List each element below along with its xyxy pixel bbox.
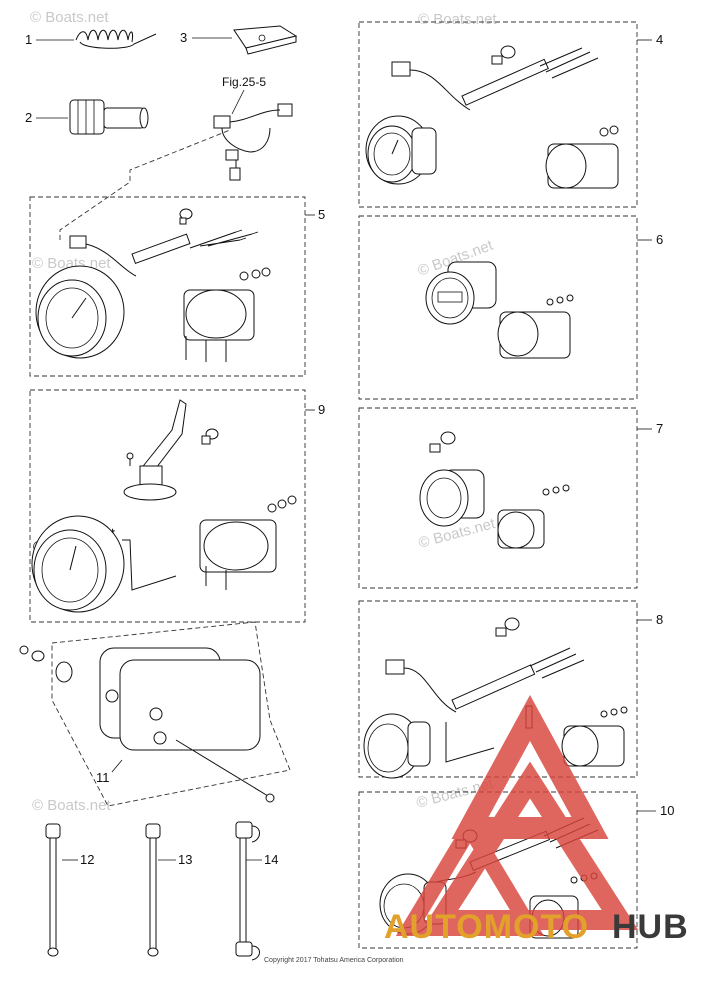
callouts: 1 2 3 4 5 6 9 7 8 10 11 12 13 14 Fig.25-… (25, 30, 674, 867)
callout-9: 9 (318, 402, 325, 417)
callout-14: 14 (264, 852, 278, 867)
watermark-text: © Boats.net (32, 797, 111, 814)
callout-8: 8 (656, 612, 663, 627)
part-7-gauge-kit (419, 431, 570, 549)
part-8-gauge-kit (363, 617, 628, 779)
fig-link-line (59, 129, 231, 240)
brand-text-part2: HUB (612, 908, 689, 946)
harness-fig-25-5 (213, 103, 293, 181)
part-2-fitting (69, 99, 149, 135)
callout-1: 1 (25, 32, 32, 47)
part-4-gauge-kit (365, 45, 619, 189)
automotohub-wordmark: AUTOMOTO HUB (384, 908, 689, 946)
part-9-speedometer-kit (31, 399, 297, 613)
part-11-bracket (19, 645, 275, 803)
group-box-6 (358, 215, 638, 400)
callout-11: 11 (96, 770, 110, 785)
callout-12: 12 (80, 852, 94, 867)
group-box-11 (51, 621, 291, 807)
part-13-cable (145, 823, 161, 957)
brand-text-part1: AUTOMOTO (384, 908, 589, 946)
group-box-5 (29, 196, 306, 377)
callout-13: 13 (178, 852, 192, 867)
callout-3: 3 (180, 30, 187, 45)
part-12-cable (45, 823, 61, 957)
group-boxes (29, 21, 638, 949)
callout-7: 7 (656, 421, 663, 436)
copyright-text: Copyright 2017 Tohatsu America Corporati… (264, 957, 404, 964)
callout-2: 2 (25, 110, 32, 125)
watermark-text: © Boats.net (30, 9, 109, 26)
group-box-4 (358, 21, 638, 208)
callout-5: 5 (318, 207, 325, 222)
group-box-9 (29, 389, 306, 623)
callout-10: 10 (660, 803, 674, 818)
part-5-tachometer-kit (35, 208, 271, 362)
watermark-text: © Boats.net (418, 11, 497, 28)
figure-reference: Fig.25-5 (222, 75, 266, 89)
part-6-hour-meter-kit (425, 261, 574, 359)
part-3-tag (233, 25, 298, 55)
group-box-7 (358, 407, 638, 589)
callout-6: 6 (656, 232, 663, 247)
part-1-coil (75, 29, 157, 49)
automotohub-logo (395, 695, 639, 936)
part-14-cable (235, 821, 260, 961)
callout-4: 4 (656, 32, 663, 47)
